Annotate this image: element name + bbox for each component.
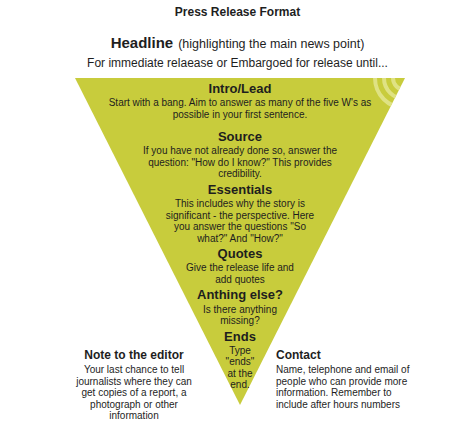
section-heading: Ends [212, 330, 268, 344]
headline-label: Headline [111, 34, 174, 51]
headline-note: (highlighting the main news point) [178, 37, 364, 51]
note-heading: Note to the editor [68, 348, 200, 362]
section-body: Is there anything missing? [203, 304, 277, 327]
section-heading: Source [118, 130, 361, 144]
section-body: If you have not already done so, answer … [133, 145, 347, 180]
section-heading: Anthing else? [194, 288, 286, 302]
page-title: Press Release Format [0, 6, 475, 20]
note-column: Note to the editorYour last chance to te… [68, 348, 200, 422]
section-heading: Intro/Lead [94, 82, 386, 96]
section-heading: Essentials [145, 183, 335, 197]
headline-row: Headline (highlighting the main news poin… [0, 34, 475, 51]
section-body: This includes why the story is significa… [162, 198, 318, 244]
contact-body: Name, telephone and email of people who … [276, 364, 410, 410]
triangle-fill [75, 78, 405, 405]
section-heading: Quotes [175, 247, 304, 261]
release-line: For immediate relaease or Embargoed for … [0, 56, 475, 70]
contact-heading: Contact [276, 348, 410, 362]
section-body: Give the release life and add quotes [184, 262, 296, 285]
section-body: Start with a bang. Aim to answer as many… [105, 97, 375, 120]
note-body: Your last chance to tell journalists whe… [68, 364, 200, 422]
contact-column: ContactName, telephone and email of peop… [276, 348, 410, 410]
section-body: Type "ends" at the end. [223, 345, 257, 391]
release-note: For immediate relaease or Embargoed for … [0, 56, 475, 70]
